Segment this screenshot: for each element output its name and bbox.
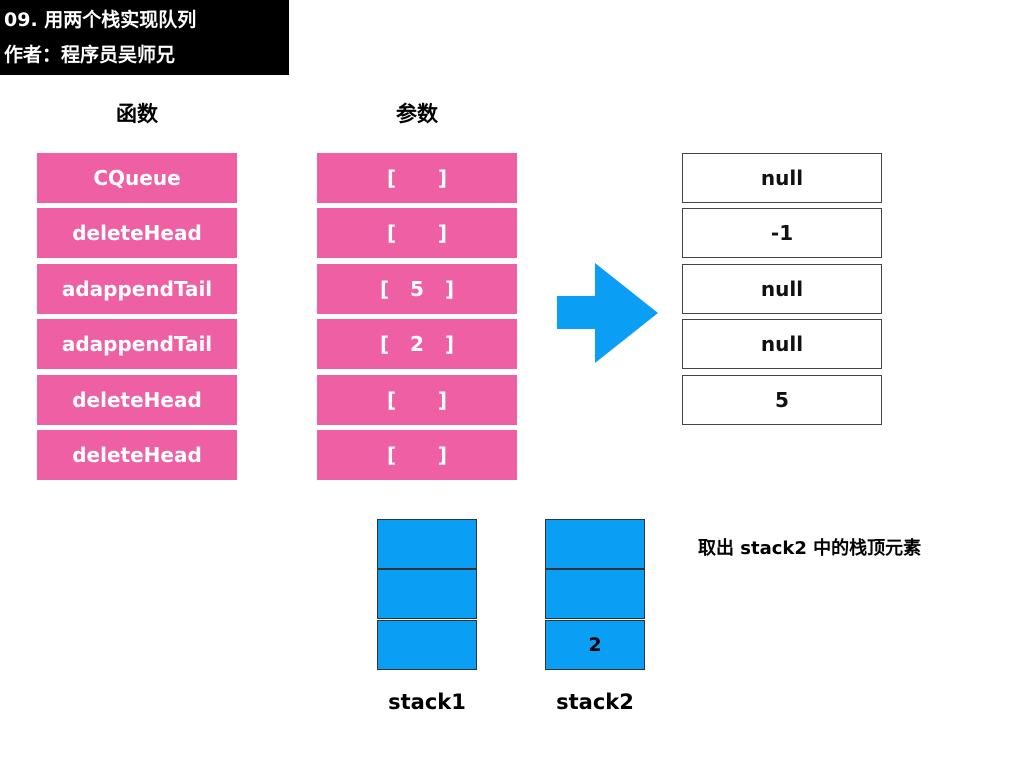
stack2-cell: 2	[545, 620, 645, 670]
stack1-label: stack1	[388, 690, 466, 714]
function-cell: deleteHead	[37, 375, 237, 425]
function-cell: adappendTail	[37, 319, 237, 369]
param-cell: [ 5 ]	[317, 264, 517, 314]
right-arrow-icon	[557, 263, 658, 363]
annotation-text: 取出 stack2 中的栈顶元素	[698, 538, 922, 559]
author-text: 作者：程序员吴师兄	[4, 44, 176, 66]
stack2-cell	[545, 519, 645, 569]
param-cell: [ ]	[317, 430, 517, 480]
output-cell: null	[682, 264, 882, 314]
functions-header: 函数	[116, 102, 158, 126]
function-cell: deleteHead	[37, 430, 237, 480]
output-cell: 5	[682, 375, 882, 425]
stack1-cell	[377, 519, 477, 569]
output-cell: null	[682, 319, 882, 369]
params-header: 参数	[396, 102, 438, 126]
param-cell: [ ]	[317, 153, 517, 203]
output-cell: null	[682, 153, 882, 203]
stack1-cell	[377, 569, 477, 619]
param-cell: [ 2 ]	[317, 319, 517, 369]
function-cell: CQueue	[37, 153, 237, 203]
param-cell: [ ]	[317, 375, 517, 425]
stack1-cell	[377, 620, 477, 670]
output-cell: -1	[682, 208, 882, 258]
param-cell: [ ]	[317, 208, 517, 258]
title-text: 09. 用两个栈实现队列	[4, 9, 197, 31]
stack2-label: stack2	[556, 690, 634, 714]
stack2-cell	[545, 569, 645, 619]
title-banner: 09. 用两个栈实现队列 作者：程序员吴师兄	[0, 0, 289, 75]
function-cell: adappendTail	[37, 264, 237, 314]
function-cell: deleteHead	[37, 208, 237, 258]
